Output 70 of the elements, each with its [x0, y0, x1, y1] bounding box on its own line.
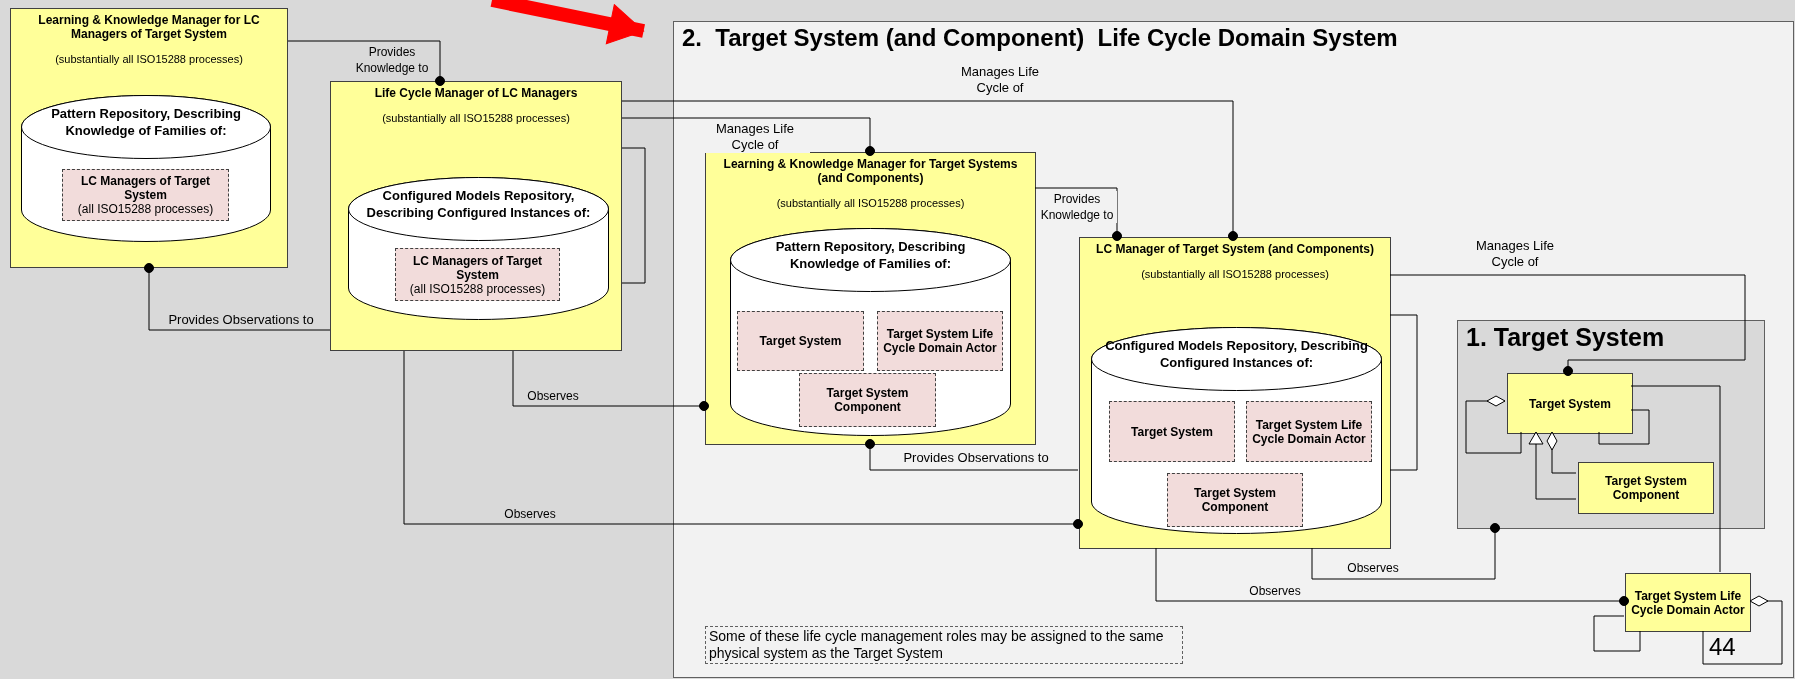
manager-box: [330, 81, 622, 351]
connector: [1155, 547, 1629, 606]
repository-cylinder: [1091, 327, 1382, 534]
connector: [287, 40, 445, 86]
instance-box: [62, 169, 229, 221]
repository-heading: Configured Models Repository, Describing Configured Instances of:: [365, 187, 592, 221]
connector: [1528, 431, 1577, 500]
pointer-arrow: [490, 0, 645, 45]
instance-box: [1246, 401, 1372, 462]
system-panel: [1457, 320, 1765, 529]
manager-box: [705, 152, 1036, 445]
connector: [512, 350, 709, 411]
repository-cylinder: [21, 95, 271, 242]
instance-note: (all ISO15288 processes): [77, 202, 214, 216]
note-text: Some of these life cycle management roles may be assigned to the same physical system as the Target System: [709, 628, 1165, 662]
instance-box: [737, 311, 864, 371]
box-subtitle: (substantially all ISO15288 processes): [775, 197, 966, 209]
manager-box: [10, 8, 288, 268]
connector: [1630, 385, 1721, 573]
domain-panel: [673, 21, 1794, 678]
instance-label: Target System Component: [1193, 486, 1277, 514]
repository-heading: Pattern Repository, Describing Knowledge of Families of:: [774, 238, 967, 272]
instance-label: Target System: [1131, 424, 1213, 439]
connector: [621, 117, 875, 156]
box-title: LC Manager of Target System (and Components): [1095, 242, 1375, 256]
instance-label: LC Managers of Target System: [411, 253, 544, 282]
box-title: Learning & Knowledge Manager for Target Systems (and Components): [722, 157, 1019, 185]
instance-label: Target System Component: [825, 386, 910, 414]
class-label: Target System: [1529, 396, 1611, 411]
class-box: [1578, 462, 1714, 514]
instance-box: [1167, 473, 1303, 527]
connector: [1389, 274, 1746, 376]
connector: [144, 263, 331, 331]
connector: [1389, 314, 1418, 471]
box-subtitle: (substantially all ISO15288 processes): [54, 53, 244, 65]
class-label: Target System Component: [1604, 474, 1688, 502]
connector: [865, 439, 1079, 471]
manager-box: [1079, 237, 1391, 549]
repository-cylinder: [348, 177, 609, 320]
box-subtitle: (substantially all ISO15288 processes): [1140, 268, 1330, 280]
connector: [621, 147, 646, 284]
instance-label: Target System: [759, 334, 842, 348]
connector: [1593, 615, 1641, 652]
class-box: [1507, 373, 1633, 434]
connector: [1546, 431, 1577, 474]
instance-box: [395, 248, 560, 301]
box-subtitle: (substantially all ISO15288 processes): [381, 112, 571, 124]
instance-box: [799, 373, 936, 427]
panel-heading: 1. Target System: [1466, 323, 1666, 352]
repository-heading: Configured Models Repository, Describing Configured Instances of:: [1104, 337, 1369, 371]
connector: [621, 100, 1238, 241]
class-box: [1625, 573, 1751, 632]
repository-cylinder: [730, 228, 1011, 436]
instance-box: [1109, 401, 1235, 462]
panel-heading: 2. Target System (and Component) Life Cycle Domain System: [682, 24, 1399, 52]
instance-box: [877, 311, 1003, 371]
connector: [403, 350, 1083, 529]
connector: [1465, 395, 1522, 454]
box-title: Learning & Knowledge Manager for LC Managers of Target System: [37, 13, 261, 41]
instance-label: Target System Life Cycle Domain Actor: [882, 327, 998, 355]
connector: [1598, 409, 1650, 445]
instance-label: LC Managers of Target System: [79, 174, 212, 202]
box-title: Life Cycle Manager of LC Managers: [373, 86, 579, 100]
instance-note: (all ISO15288 processes): [409, 281, 546, 296]
repository-heading: Pattern Repository, Describing Knowledge of Families of:: [50, 105, 242, 139]
connector: [1702, 595, 1783, 665]
instance-label: Target System Life Cycle Domain Actor: [1251, 417, 1367, 446]
connector: [1034, 187, 1122, 241]
class-label: Target System Life Cycle Domain Actor: [1630, 588, 1746, 617]
connector: [1311, 523, 1500, 580]
